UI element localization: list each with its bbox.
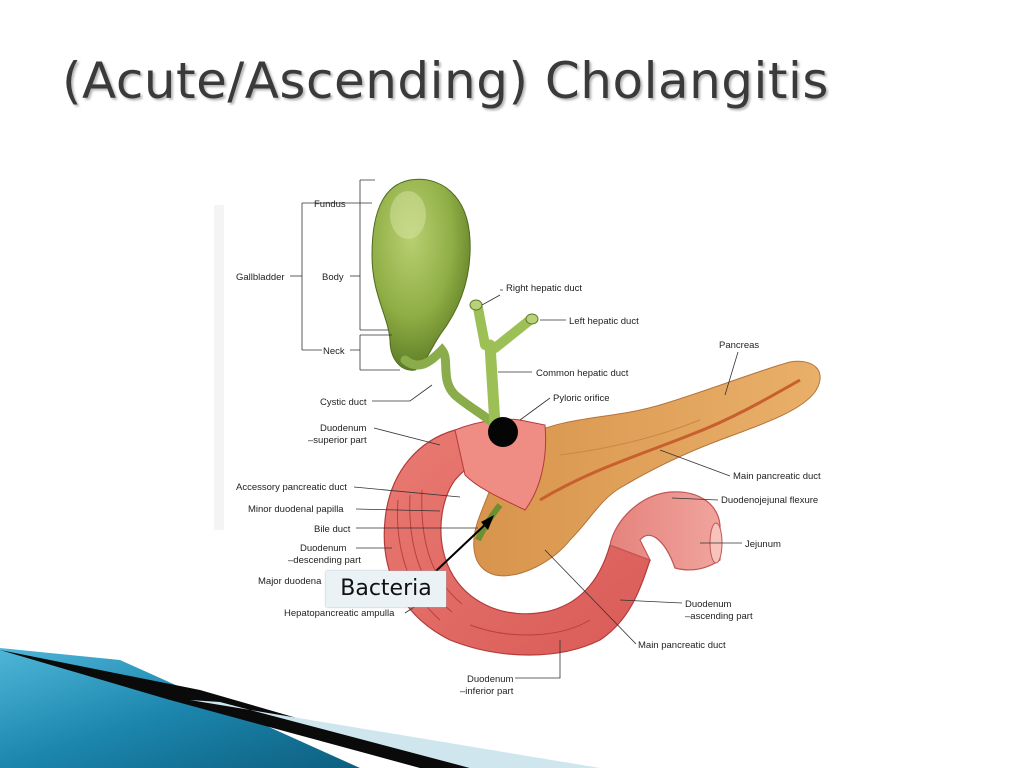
label-right-hepatic-duct: Right hepatic duct [506,283,582,294]
label-duodenum-superior-1: Duodenum [320,423,367,434]
duodenum-shape [383,429,651,656]
gallbladder-outer-bracket [301,202,348,351]
main-pancreatic-duct-lower-lead [544,549,637,645]
label-main-pancreatic-duct-lower: Main pancreatic duct [638,640,726,651]
right-hepatic-duct-shape [473,303,490,350]
label-duodenojejunal-flexure: Duodenojejunal flexure [721,495,818,506]
common-hepatic-duct-shape [484,339,501,431]
label-duodenum-ascending-1: Duodenum [685,599,732,610]
left-hepatic-duct-shape [490,315,535,353]
gallbladder-bracket [359,179,388,331]
bacteria-callout-box [326,571,446,607]
label-neck: Neck [323,346,345,357]
cystic-duct-shape [400,343,500,430]
label-hepatopancreatic-ampulla: Hepatopancreatic ampulla [284,608,395,619]
label-bile-duct: Bile duct [314,524,351,535]
bacteria-callout-label: Bacteria [340,576,432,601]
duodenum-fold-4 [469,619,591,636]
cystic-duct-lead [372,384,433,402]
label-duodenum-descending-1: Duodenum [300,543,347,554]
pyloric-orifice-lead [519,397,551,421]
label-common-hepatic-duct: Common hepatic duct [536,368,629,379]
slide-title: (Acute/Ascending) Cholangitis [62,52,829,110]
duodenum-fold-1 [397,499,441,621]
obstruction-marker [488,417,518,447]
duodenum-superior-lead [373,427,441,446]
minor-duodenal-papilla-lead [355,508,441,512]
accessory-pancreatic-duct-lead [353,486,461,498]
label-duodenum-descending-2: –descending part [288,555,361,566]
label-duodenum-inferior-1: Duodenum [467,674,514,685]
main-pancreatic-duct-upper-lead [659,449,731,477]
pancreas-lead [724,351,739,396]
label-minor-duodenal-papilla: Minor duodenal papilla [248,504,344,515]
label-body: Body [322,272,344,283]
label-gallbladder: Gallbladder [236,272,285,283]
label-left-hepatic-duct: Left hepatic duct [569,316,639,327]
label-jejunum: Jejunum [745,539,781,550]
right-hepatic-duct-lead [481,289,503,306]
label-duodenum-superior-2: –superior part [308,435,367,446]
main-pancreatic-duct-line [539,378,801,502]
label-duodenum-ascending-2: –ascending part [685,611,753,622]
bacteria-arrow [435,519,491,572]
duodenum-ascending-lead [619,599,683,604]
left-hepatic-duct-end [525,313,539,325]
neck-lead [350,334,400,371]
duodenojejunal-flexure-lead [671,497,719,501]
label-fundus: Fundus [314,199,346,210]
pancreas-lobule-line [559,419,701,456]
gallbladder-highlight [390,191,426,239]
label-cystic-duct: Cystic duct [320,397,367,408]
label-accessory-pancreatic-duct: Accessory pancreatic duct [236,482,347,493]
label-major-duodenal-papilla: Major duodena [258,576,322,587]
label-main-pancreatic-duct-upper: Main pancreatic duct [733,471,821,482]
duodenum-inferior-lead [515,640,561,679]
right-hepatic-duct-end [469,299,483,311]
duodenum-fold-3 [421,489,463,605]
label-pyloric-orifice: Pyloric orifice [553,393,610,404]
diagram-panel-edge [214,205,224,530]
label-pancreas: Pancreas [719,340,759,351]
bacteria-arrowhead [481,515,494,530]
label-duodenum-inferior-2: –inferior part [460,686,514,697]
